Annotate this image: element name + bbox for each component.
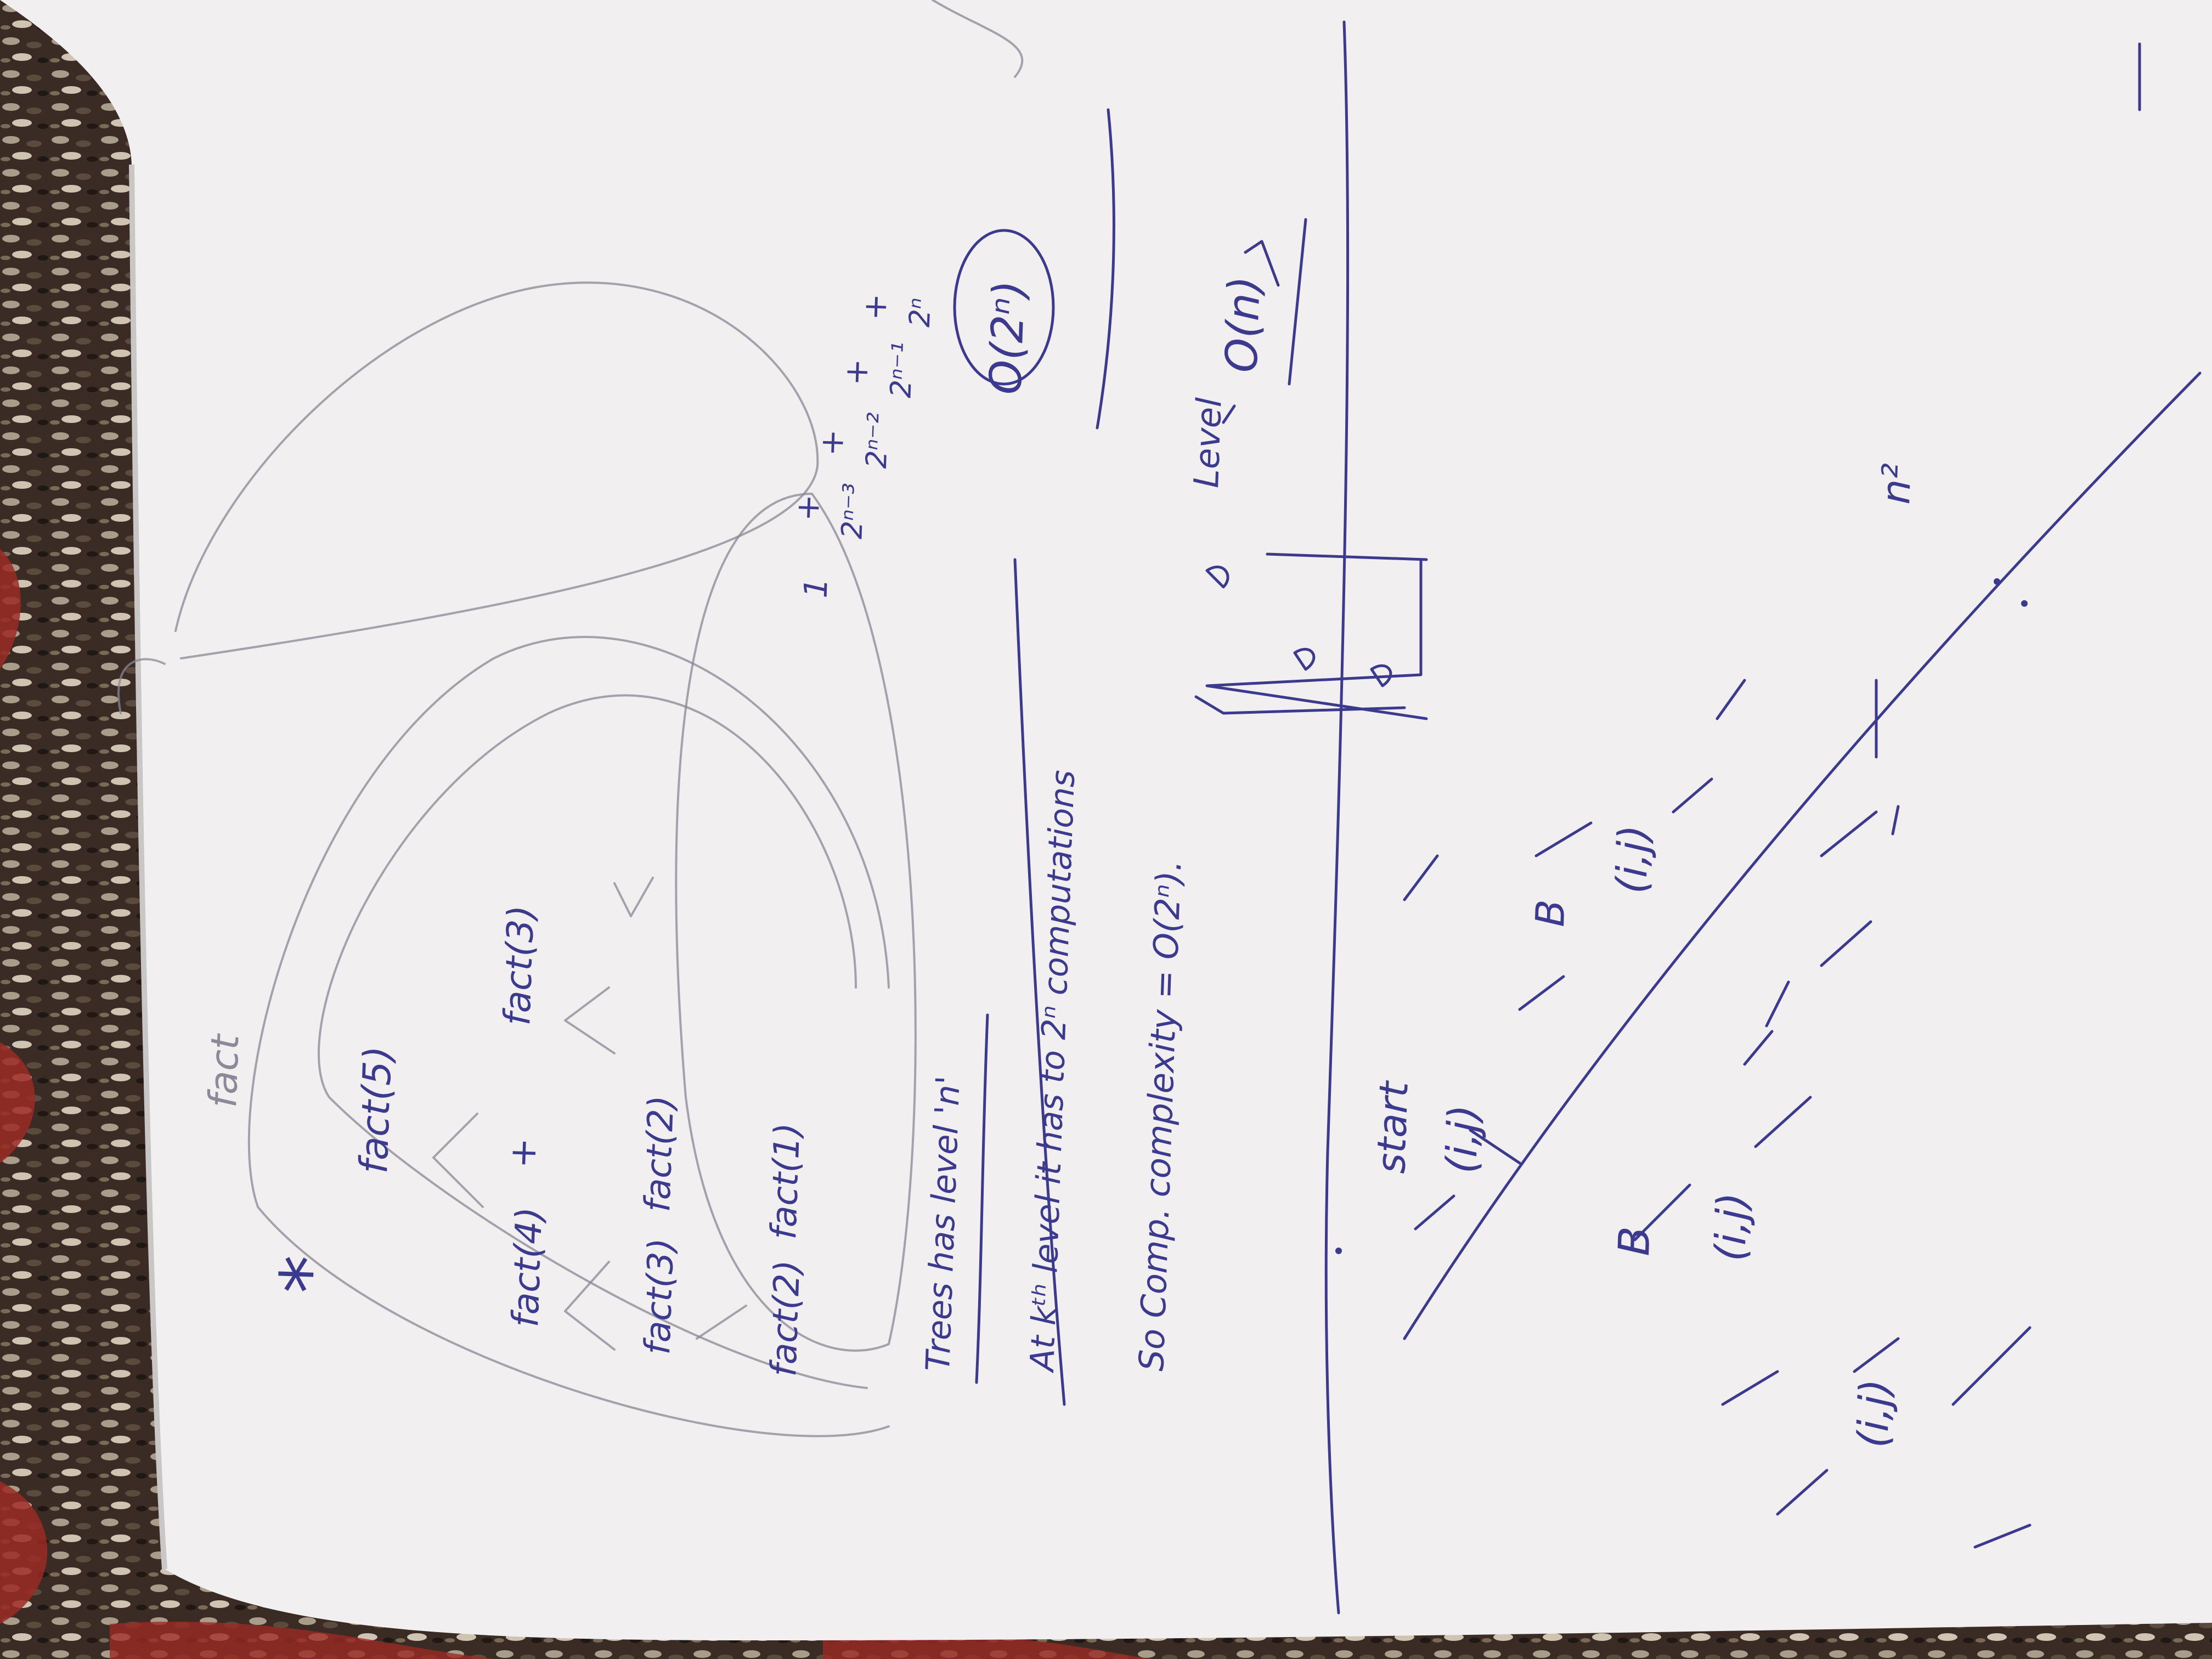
sum-term-8: + (856, 293, 894, 321)
ink-dot-2 (1994, 578, 2000, 585)
diagonal-line (1403, 371, 2202, 1340)
pencil-oval-sum (174, 281, 819, 659)
ink-dot-3 (2021, 600, 2028, 607)
ladder-figure (1194, 552, 1428, 720)
divider-main (1324, 20, 1350, 1615)
page-edge-shadow (129, 164, 167, 1570)
pencil-oval-right (675, 492, 917, 1352)
tree-root: fact(5) (351, 1045, 400, 1174)
scribble-level (1222, 218, 1307, 424)
sum-term-6: + (837, 358, 876, 386)
divider-upper (1013, 558, 1066, 1406)
recursion-tree: fact fact(5) fact(4) + fact(3) fact(3) f… (200, 877, 808, 1378)
level-label: Level (1186, 397, 1229, 488)
sum-term-1: 1 (797, 577, 835, 599)
grid-cell-4: (i,j) (1848, 1378, 1899, 1449)
carpet-red-patch-left (0, 549, 48, 1624)
tree-level3-left: fact(2) (764, 1259, 808, 1377)
grid-diagram: start (i,j) B (i,j) B (i,j) (i,j) n² (1368, 371, 2202, 1549)
grid-cell-3: (i,j) (1607, 824, 1658, 895)
big-o-level: O(n) (1216, 275, 1270, 373)
sum-term-7: 2ⁿ⁻¹ (884, 341, 919, 398)
pencil-oval-recursion-outer (247, 636, 890, 1437)
sum-column: 1 + 2ⁿ⁻³ + 2ⁿ⁻² + 2ⁿ⁻¹ + 2ⁿ (788, 293, 938, 599)
b-label-2: B (1527, 899, 1574, 927)
tree-level2-right: fact(2) (637, 1094, 682, 1212)
sum-term-3: 2ⁿ⁻³ (836, 482, 871, 539)
branch-strokes (1403, 679, 2032, 1549)
tree-star: * (264, 1254, 354, 1296)
tree-level1-plus: + (501, 1137, 545, 1169)
tree-level3-right: fact(1) (764, 1122, 808, 1240)
grid-cell-2: (i,j) (1706, 1192, 1757, 1262)
tree-level1-right: fact(3) (496, 905, 543, 1026)
grid-cell-1: (i,j) (1437, 1104, 1488, 1175)
sum-term-4: + (813, 428, 851, 456)
divider-side (1096, 108, 1115, 430)
sum-term-5: 2ⁿ⁻² (860, 412, 895, 469)
tree-level2-left: fact(3) (637, 1237, 682, 1355)
carpet-red-patch-bottom (110, 1621, 1152, 1659)
circle-big-o-side (953, 229, 1055, 386)
underline-tree-levels (975, 1013, 989, 1384)
big-o-side: O(2ⁿ) (980, 279, 1035, 395)
sum-term-2: + (788, 494, 827, 522)
start-label: start (1368, 1079, 1417, 1174)
tree-root-partial: fact (200, 1032, 248, 1109)
n-squared-label: n² (1872, 462, 1920, 505)
sum-term-9: 2ⁿ (904, 297, 938, 328)
hearts-figure (1205, 566, 1392, 687)
ink-dot-1 (1335, 1248, 1342, 1254)
pencil-arcs-top (117, 0, 1024, 714)
tree-level1-left: fact(4) (504, 1206, 551, 1328)
pencil-oval-recursion-inner (317, 694, 868, 1389)
